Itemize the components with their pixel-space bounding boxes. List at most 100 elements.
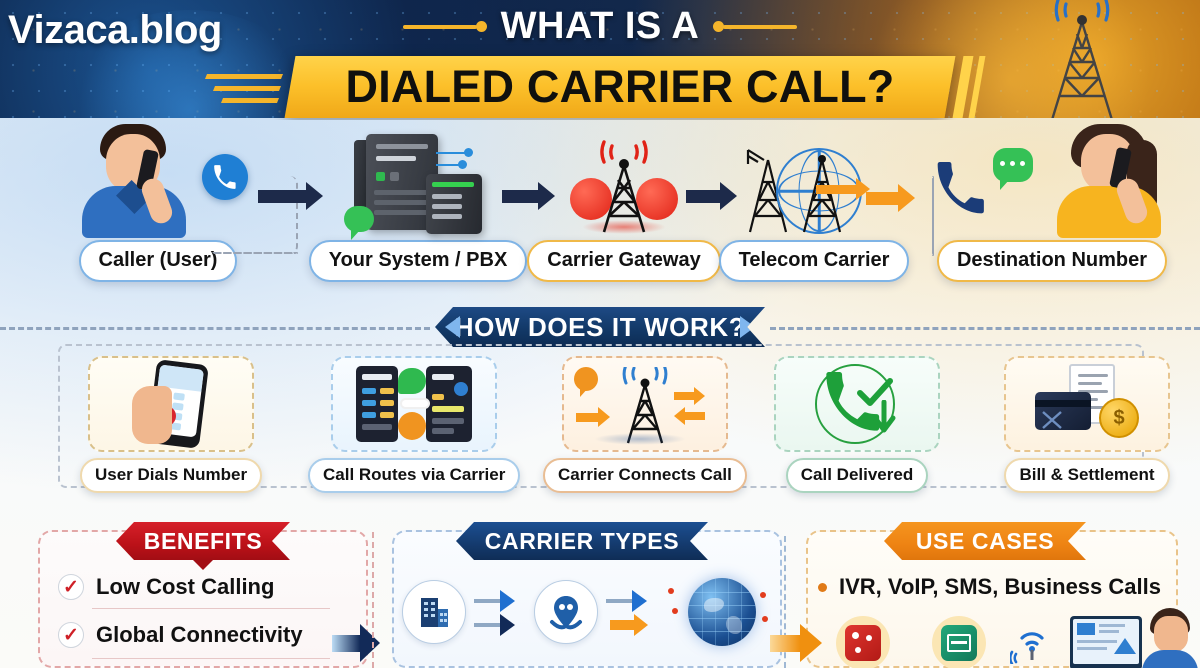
dice-ivr-icon [836,616,890,668]
hand-phone-dial-icon [126,359,216,449]
step-5-art: $ [1004,356,1170,452]
wifi-voip-icon [1010,632,1044,664]
globe-network-icon [688,578,756,646]
office-building-icon [402,580,466,644]
flow-node-caller-label: Caller (User) [78,240,238,282]
title-line-1-row: WHAT IS A [0,5,1200,48]
flow-node-gateway[interactable]: Carrier Gateway [527,118,721,282]
panel-divider-1 [784,536,786,668]
banner-arrow-right-icon [740,316,755,338]
carrier-types-header-label: CARRIER TYPES [484,527,680,554]
title-streak-1 [204,74,284,79]
how-it-works-banner-label: HOW DOES IT WORK? [454,311,746,342]
flow-node-telecom-art [734,118,894,236]
carrier-types-header: CARRIER TYPES [456,522,708,560]
title-dash-left [402,21,487,32]
carrier-arrow-4-icon [610,614,648,636]
use-case-item-1: IVR, VoIP, SMS, Business Calls [818,574,1161,600]
flow-node-pbx[interactable]: Your System / PBX [308,118,528,282]
flow-arrow-4-icon [866,184,915,212]
message-bubble-icon [993,148,1033,190]
hero-tower-icon [1050,0,1114,120]
page-title-line2: DIALED CARRIER CALL? [345,61,895,112]
banner-arrow-left-icon [445,316,460,338]
step-4-art [774,356,940,452]
flow-arrow-2-icon [502,182,555,210]
step-2-art [331,356,498,452]
dashboard-monitor-icon [1070,616,1142,668]
title-band: DIALED CARRIER CALL? [284,56,956,118]
flow-node-pbx-label: Your System / PBX [308,240,528,282]
step-user-dials[interactable]: User Dials Number [80,356,263,493]
banner-dash-right [770,327,1200,330]
page-title-line1: WHAT IS A [500,5,700,47]
step-call-delivered[interactable]: Call Delivered [774,356,940,493]
location-pin-icon [534,580,598,644]
chat-bubble-icon [344,206,374,240]
server-rack-icon [344,134,488,240]
benefit-item-1-label: Low Cost Calling [96,574,275,599]
flow-node-gateway-label: Carrier Gateway [527,240,721,282]
step-5-label: Bill & Settlement [1004,458,1170,493]
use-cases-header: USE CASES [884,522,1086,560]
phone-check-icon [811,360,903,448]
site-watermark: Vizaca.blog [8,8,222,52]
flow-dash-connector-2 [932,176,934,256]
woman-receiving-call-icon [1043,120,1175,238]
flow-node-caller-art [68,118,248,238]
step-4-label: Call Delivered [785,458,929,493]
benefit-item-2-label: Global Connectivity [96,622,303,647]
step-1-label: User Dials Number [80,458,263,493]
flow-arrow-3-icon [686,182,737,210]
server-routing-icon [354,366,474,442]
support-agent-icon [1140,608,1198,668]
step-3-label: Carrier Connects Call [543,458,747,493]
benefit-item-2: ✓ Global Connectivity [58,622,303,648]
title-streak-3 [220,98,280,103]
flow-node-destination-art [929,118,1175,238]
types-to-usecases-arrow-icon [770,624,822,662]
cell-tower-red-icon [564,136,684,236]
main-flow-row: Caller (User) [0,118,1200,296]
step-call-routes[interactable]: Call Routes via Carrier [308,356,521,493]
step-1-art [88,356,255,452]
flow-node-telecom-label: Telecom Carrier [718,240,910,282]
flow-dash-connector-1 [212,176,298,254]
check-icon: ✓ [58,622,84,648]
flow-node-gateway-art [564,118,684,236]
benefit-separator-1 [92,608,330,609]
phone-ring-icon [202,154,248,200]
banner-dash-left [0,327,430,330]
title-dash-right [713,21,798,32]
invoice-coin-icon: $ [1029,364,1145,444]
bottom-panels: BENEFITS ✓ Low Cost Calling ✓ Global Con… [0,512,1200,668]
benefits-to-types-arrow-icon [332,624,380,662]
check-icon: ✓ [58,574,84,600]
carrier-arrow-1-icon [474,590,515,612]
flow-arrow-1-icon [258,182,323,210]
how-it-works-banner-row: HOW DOES IT WORK? [0,307,1200,347]
hero-header: WHAT IS A DIALED CARRIER CALL? [0,0,1200,120]
step-2-label: Call Routes via Carrier [308,458,521,493]
step-3-art [561,356,728,452]
how-it-works-banner: HOW DOES IT WORK? [435,307,765,347]
phone-incoming-icon [937,162,984,214]
benefit-separator-2 [92,658,330,659]
step-bill-settlement[interactable]: $ Bill & Settlement [1004,356,1170,493]
flow-node-destination-label: Destination Number [936,240,1168,282]
how-it-works-steps: User Dials Number [0,344,1200,500]
benefits-header: BENEFITS [116,522,290,570]
carrier-arrow-2-icon [474,614,515,636]
sms-message-icon [932,616,986,668]
flow-node-pbx-art [344,118,488,240]
title-streak-2 [212,86,282,91]
flow-node-destination[interactable]: Destination Number [916,118,1188,282]
flow-node-caller[interactable]: Caller (User) [62,118,254,282]
flow-dash-connector-1b [212,252,298,254]
use-case-item-1-label: IVR, VoIP, SMS, Business Calls [839,574,1161,599]
carrier-arrow-3-icon [606,590,647,612]
step-carrier-connects[interactable]: Carrier Connects Call [543,356,747,493]
use-cases-header-label: USE CASES [915,527,1055,554]
tower-exchange-icon [570,361,720,447]
